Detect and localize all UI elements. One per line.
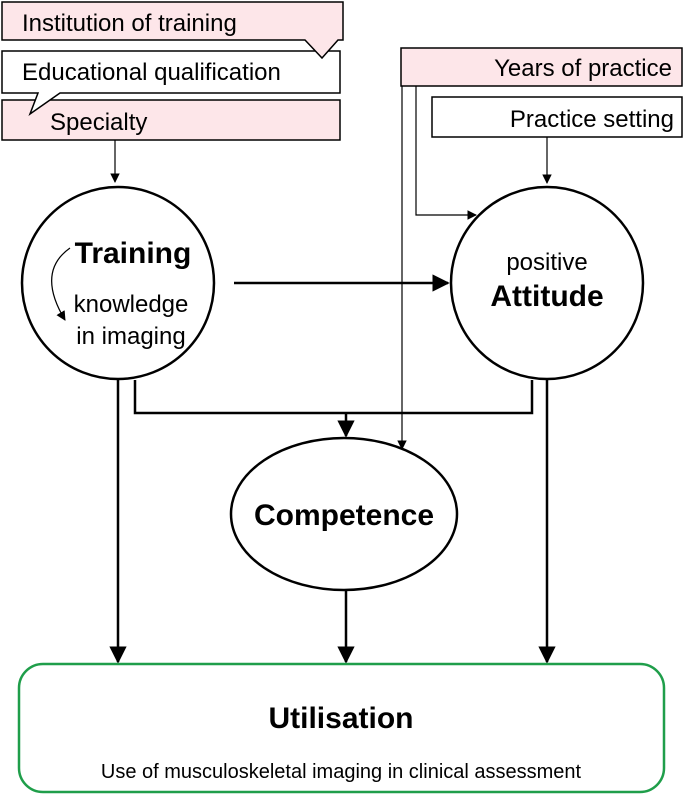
competence-title: Competence [254,499,434,532]
attitude-positive-label: positive [506,249,587,276]
thick-connectors [109,274,556,664]
years-to-attitude-arrow [415,86,477,220]
attitude-title: Attitude [490,280,603,313]
practice-setting-label: Practice setting [510,106,674,133]
training-curved-arrow [51,247,71,321]
competence-node: Competence [229,436,459,592]
utilisation-title: Utilisation [268,702,413,735]
years-of-practice-box: Years of practice [400,47,683,87]
training-node: Training knowledge in imaging [20,185,216,381]
attitude-node: positive Attitude [449,185,645,381]
training-knowledge-label: knowledge [74,291,189,318]
institution-of-training-label: Institution of training [22,10,237,37]
institution-of-training-callout: Institution of training [1,1,344,60]
specialty-label: Specialty [50,109,147,136]
utilisation-subtitle: Use of musculoskeletal imaging in clinic… [101,761,582,783]
educational-qualification-callout: Educational qualification [1,50,341,117]
training-attitude-merge-line [133,380,534,415]
utilisation-box: Utilisation Use of musculoskeletal imagi… [17,662,666,794]
training-imaging-label: in imaging [76,323,185,350]
educational-qualification-label: Educational qualification [22,59,281,86]
practice-setting-box: Practice setting [431,96,683,138]
training-title: Training [75,237,192,270]
thin-connectors [110,86,552,450]
specialty-box: Specialty [1,99,341,141]
years-of-practice-label: Years of practice [494,55,672,82]
